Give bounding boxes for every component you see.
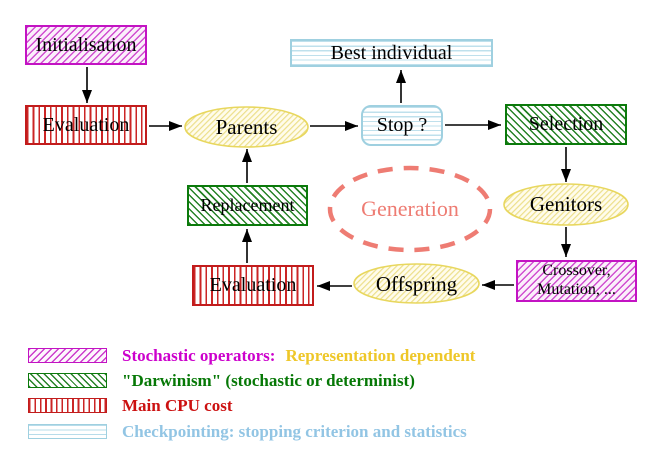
generation-loop-ellipse: [327, 165, 493, 253]
crossover-line1: Crossover,: [542, 262, 611, 280]
flow-arrows: [82, 67, 571, 291]
node-stop-test: Stop ?: [361, 105, 443, 146]
legend-label-main-cpu-cost: Main CPU cost: [122, 395, 233, 415]
generation-loop-label: Generation: [361, 196, 459, 221]
node-offspring-label: Offspring: [375, 271, 458, 296]
legend-row-main-cpu-cost: Main CPU cost: [28, 396, 232, 415]
legend-swatch-green-hatch: [28, 373, 107, 388]
parents-ellipse: [184, 106, 309, 148]
node-genitors-label: Genitors: [529, 192, 603, 216]
node-evaluation-top: Evaluation: [25, 105, 147, 145]
node-initialisation: Initialisation: [25, 25, 147, 65]
legend-label-darwinism: "Darwinism" (stochastic or determinist): [122, 370, 415, 390]
legend-swatch-red-stripes: [28, 398, 107, 413]
node-selection: Selection: [505, 104, 627, 145]
legend-swatch-cyan-stripes: [28, 424, 107, 439]
offspring-ellipse: [353, 263, 480, 304]
legend-label-checkpointing: Checkpointing: stopping criterion and st…: [122, 421, 467, 441]
node-evaluation-bottom: Evaluation: [192, 265, 314, 306]
legend-text-stochastic: Stochastic operators: Representation depe…: [122, 346, 475, 366]
crossover-line2: Mutation, ...: [537, 281, 616, 298]
legend-row-darwinism: "Darwinism" (stochastic or determinist): [28, 371, 415, 390]
node-best-individual: Best individual: [290, 39, 493, 67]
legend-label-representation-dependent: Representation dependent: [285, 345, 476, 365]
node-crossover-mutation: Crossover, Mutation, ...: [516, 260, 637, 302]
legend-label-stochastic-operators: Stochastic operators:: [122, 345, 276, 365]
genitors-ellipse: [503, 183, 629, 226]
legend-swatch-magenta-hatch: [28, 348, 107, 363]
legend-row-stochastic-operators: Stochastic operators: Representation depe…: [28, 346, 475, 365]
legend-row-checkpointing: Checkpointing: stopping criterion and st…: [28, 422, 467, 441]
node-parents-label: Parents: [215, 114, 278, 139]
node-replacement: Replacement: [187, 185, 308, 226]
